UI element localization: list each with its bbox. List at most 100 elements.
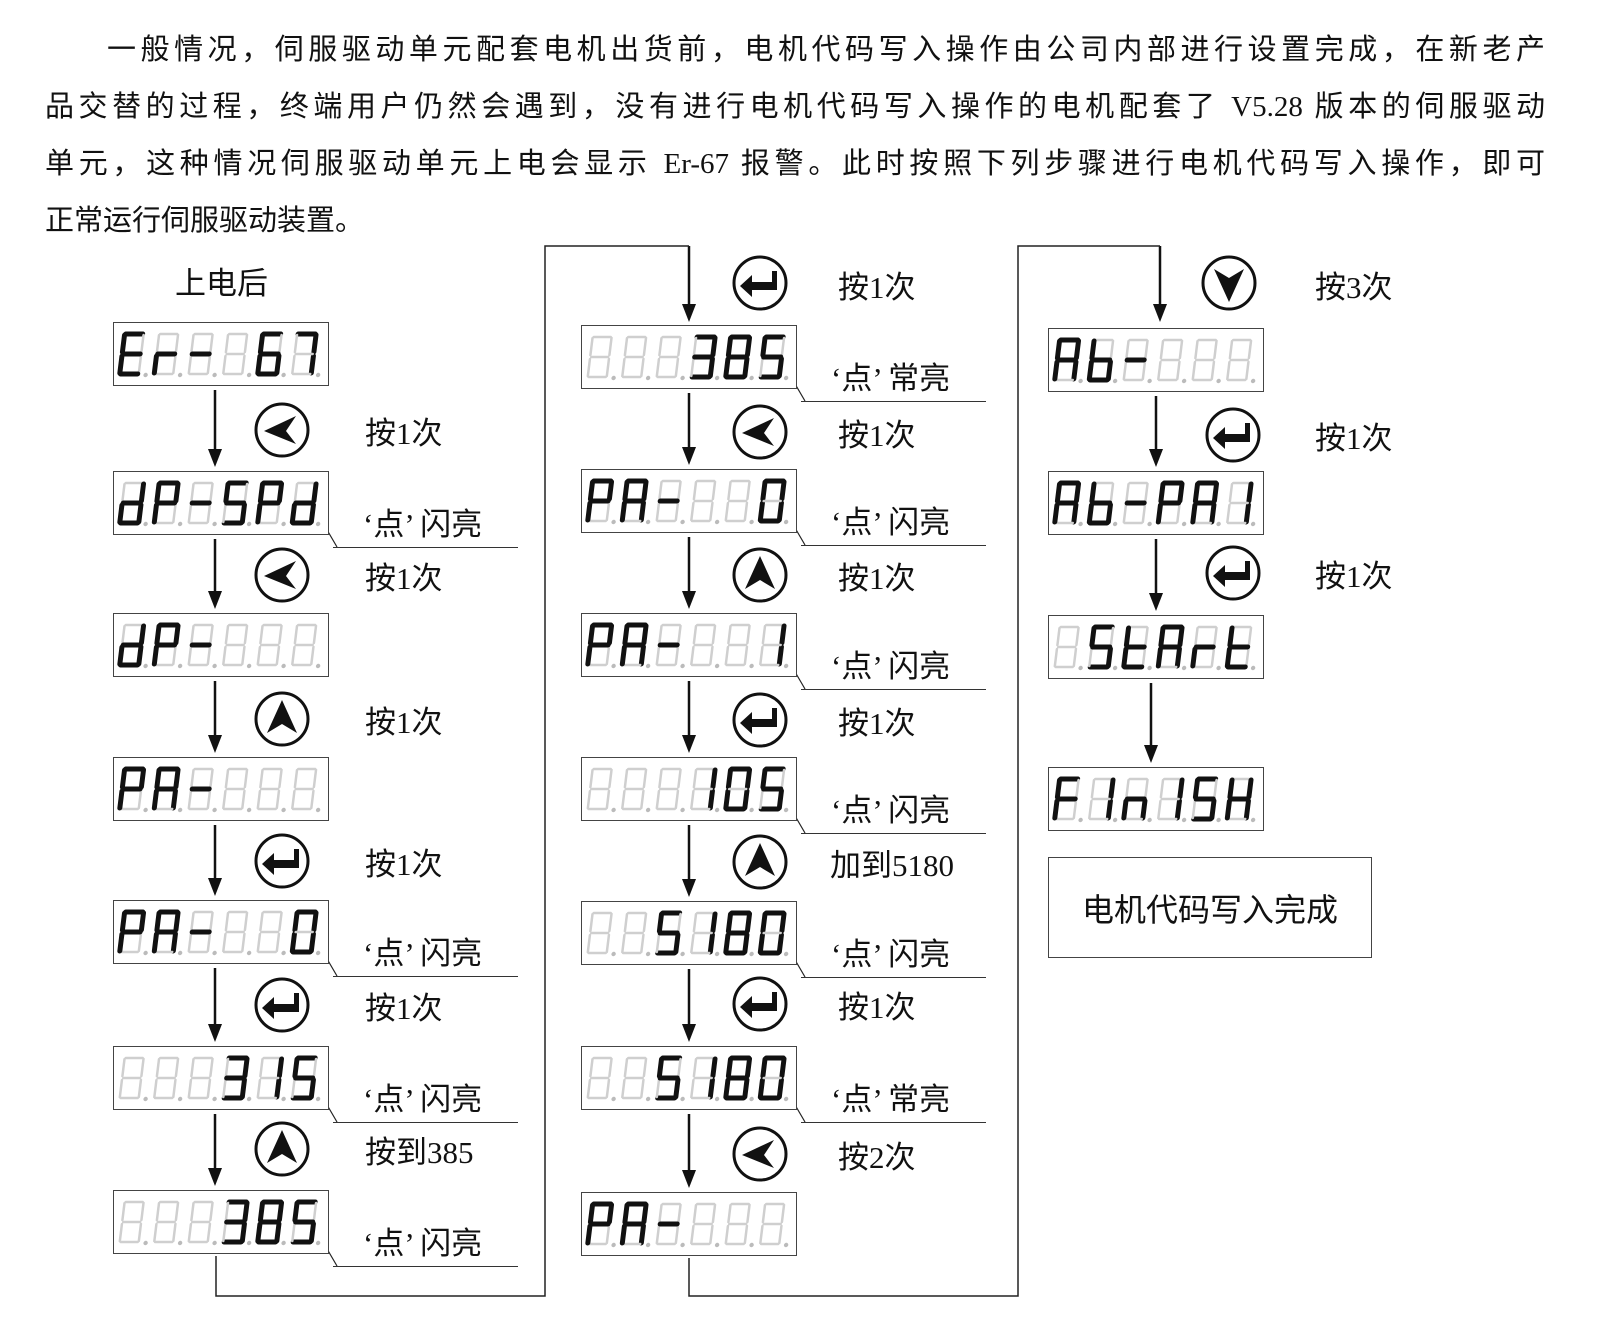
led-digit	[1191, 776, 1221, 823]
led-digit	[621, 767, 651, 813]
led-display	[1048, 615, 1264, 679]
led-digit	[151, 909, 183, 956]
led-digit	[757, 1055, 789, 1102]
led-digit	[1087, 624, 1118, 671]
led-digit	[291, 331, 321, 378]
intro-line: 品交替的过程，终端用户仍然会遇到，没有进行电机代码写入操作的电机配套了 V5.2…	[45, 91, 1545, 123]
led-display	[113, 900, 329, 964]
led-digit	[1224, 777, 1256, 823]
led-digit	[655, 1055, 685, 1102]
led-digit	[153, 1056, 183, 1102]
led-digit	[1157, 338, 1187, 384]
left-key-icon	[732, 1126, 788, 1182]
led-digit	[153, 1200, 183, 1246]
led-digit	[723, 334, 754, 381]
led-digit	[290, 1055, 321, 1102]
led-digit	[1086, 338, 1118, 384]
led-digit	[255, 331, 286, 378]
step-label: 按1次	[365, 991, 443, 1026]
led-digit	[619, 478, 651, 525]
step-label: 按1次	[838, 561, 916, 596]
led-display	[581, 469, 797, 533]
up-key-icon	[732, 834, 788, 890]
led-display	[581, 613, 797, 677]
led-digit	[256, 910, 286, 956]
completion-box: 电机代码写入完成	[1048, 857, 1372, 958]
led-display	[1048, 328, 1264, 392]
led-digit	[1052, 337, 1083, 384]
led-digit	[586, 911, 616, 957]
led-digit	[255, 1199, 286, 1246]
led-digit	[1053, 625, 1083, 671]
led-display	[581, 901, 797, 965]
display-note: ‘点’ 闪亮	[333, 1078, 518, 1123]
left-key-icon	[732, 404, 788, 460]
left-key-icon	[254, 547, 310, 603]
led-digit	[690, 1056, 720, 1102]
power-on-label: 上电后	[175, 266, 268, 301]
led-digit	[151, 622, 183, 669]
led-digit	[655, 1202, 685, 1248]
led-digit	[655, 479, 685, 525]
led-digit	[221, 1055, 252, 1102]
led-display	[113, 1190, 329, 1254]
led-digit	[724, 623, 754, 669]
enter-key-icon	[732, 692, 788, 748]
led-digit	[1190, 625, 1221, 671]
step-label: 按3次	[1315, 270, 1393, 305]
display-note: ‘点’ 闪亮	[333, 1222, 518, 1267]
led-digit	[151, 480, 183, 527]
led-digit	[759, 1202, 789, 1248]
led-display	[1048, 767, 1264, 831]
led-digit	[118, 1200, 148, 1246]
led-digit	[1226, 338, 1256, 384]
led-digit	[690, 623, 720, 669]
display-note: ‘点’ 常亮	[801, 1078, 986, 1123]
led-display	[581, 1192, 797, 1256]
led-digit	[655, 335, 685, 381]
led-digit	[1121, 625, 1152, 671]
led-digit	[117, 766, 148, 813]
led-digit	[118, 1056, 148, 1102]
led-digit	[187, 623, 217, 669]
led-digit	[1155, 624, 1187, 671]
led-digit	[117, 909, 148, 956]
led-digit	[256, 1056, 286, 1102]
led-digit	[723, 1055, 754, 1102]
led-digit	[690, 479, 720, 525]
led-digit	[1224, 625, 1256, 671]
led-digit	[621, 335, 651, 381]
led-digit	[1052, 776, 1083, 823]
led-digit	[724, 1202, 754, 1248]
display-note: ‘点’ 闪亮	[801, 933, 986, 978]
led-digit	[585, 1201, 616, 1248]
up-key-icon	[254, 691, 310, 747]
completion-label: 电机代码写入完成	[1081, 891, 1338, 928]
led-display	[113, 1046, 329, 1110]
led-digit	[586, 767, 616, 813]
led-digit	[151, 766, 183, 813]
led-digit	[655, 623, 685, 669]
led-digit	[655, 767, 685, 813]
led-digit	[757, 478, 789, 525]
led-digit	[291, 767, 321, 813]
led-digit	[117, 331, 148, 378]
left-key-icon	[254, 402, 310, 458]
led-digit	[621, 911, 651, 957]
connector-line	[688, 245, 1160, 1297]
led-digit	[1157, 777, 1187, 823]
led-digit	[117, 623, 148, 669]
step-label: 按到385	[365, 1135, 474, 1170]
led-digit	[187, 332, 217, 378]
led-digit	[1155, 480, 1187, 527]
led-digit	[187, 1056, 217, 1102]
up-key-icon	[254, 1121, 310, 1177]
led-digit	[759, 623, 789, 669]
enter-key-icon	[732, 976, 788, 1032]
led-digit	[1122, 338, 1152, 384]
intro-paragraph: 一般情况，伺服驱动单元配套电机出货前，电机代码写入操作由公司内部进行设置完成，在…	[45, 22, 1545, 250]
led-digit	[723, 766, 754, 813]
led-digit	[586, 335, 616, 381]
led-digit	[689, 334, 720, 381]
